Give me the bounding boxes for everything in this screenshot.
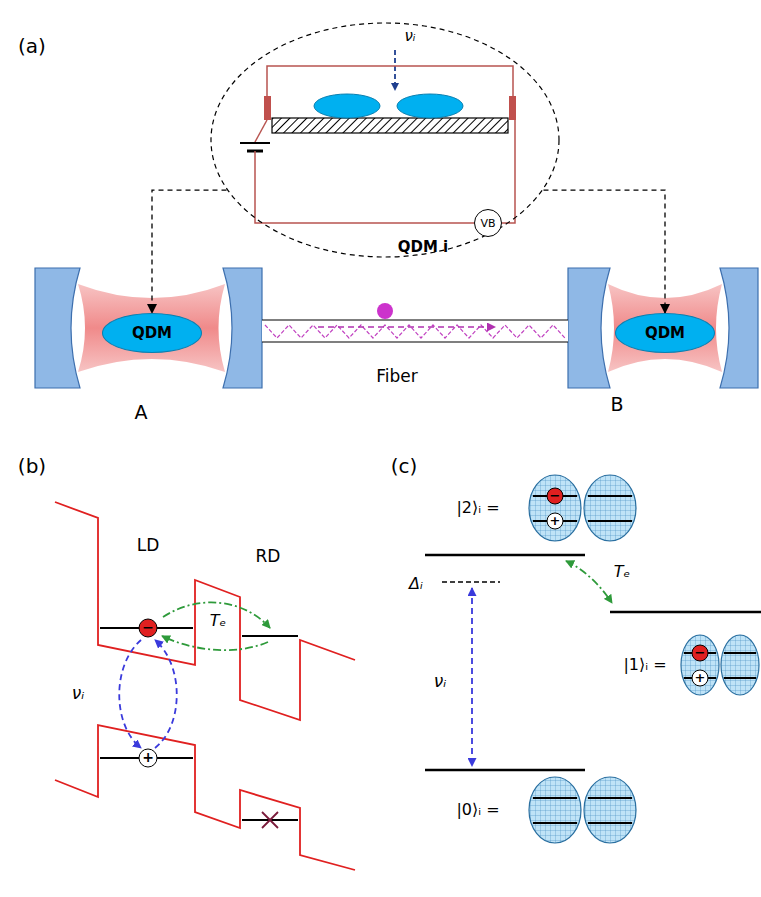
inset-circle: QDM i VB bbox=[210, 22, 560, 258]
quantum-dot-molecule: QDM bbox=[102, 313, 202, 353]
dot-label: LD bbox=[137, 537, 160, 554]
dot-label: RD bbox=[256, 548, 281, 565]
node-text: QDM bbox=[132, 326, 172, 341]
carrier-dots bbox=[139, 488, 708, 767]
charge-sign: − bbox=[695, 646, 706, 659]
node-text: VB bbox=[480, 218, 495, 229]
level-diagram bbox=[425, 555, 761, 770]
fiber bbox=[262, 303, 568, 342]
quantum-dot-molecule: QDM bbox=[615, 313, 715, 353]
charge-sign: + bbox=[695, 671, 706, 684]
panel-label: (c) bbox=[391, 456, 418, 476]
panel-label: (a) bbox=[18, 36, 46, 56]
node-name: A bbox=[135, 403, 148, 422]
charge-sign: − bbox=[142, 620, 154, 634]
circuit bbox=[240, 50, 516, 223]
frequency-label: νᵢ bbox=[404, 29, 415, 44]
charge-sign: − bbox=[550, 489, 561, 502]
state-label: |0⟩ᵢ = bbox=[456, 802, 499, 818]
band-diagram bbox=[55, 502, 355, 870]
detuning-label: Δᵢ bbox=[409, 576, 423, 592]
voltmeter-symbol: VB bbox=[474, 209, 502, 237]
state-label: |2⟩ᵢ = bbox=[456, 500, 499, 516]
quantum-dot-icons bbox=[529, 475, 759, 843]
dashed-outline bbox=[210, 22, 560, 258]
frequency-label: νᵢ bbox=[434, 673, 447, 690]
node-text: QDM i bbox=[398, 240, 449, 255]
frequency-label: νᵢ bbox=[72, 685, 85, 702]
dashed-arrow bbox=[543, 190, 665, 313]
tunneling-label: Tₑ bbox=[210, 613, 226, 629]
charge-sign: + bbox=[142, 750, 154, 764]
panel-label: (b) bbox=[18, 456, 46, 476]
charge-sign: + bbox=[550, 514, 561, 527]
node-text: QDM bbox=[645, 326, 685, 341]
dashed-arrow bbox=[152, 190, 227, 313]
tunneling-label: Tₑ bbox=[614, 564, 630, 580]
state-label: |1⟩ᵢ = bbox=[623, 657, 666, 673]
cavity-b bbox=[568, 268, 758, 388]
node-name: B bbox=[610, 395, 623, 414]
cavity-a bbox=[35, 268, 262, 388]
fiber-label: Fiber bbox=[376, 368, 418, 385]
